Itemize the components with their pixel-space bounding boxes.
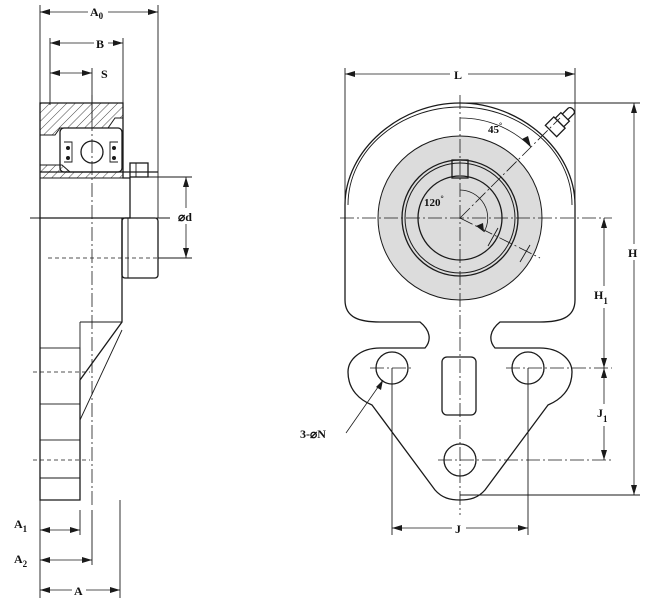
dim-j1-gap xyxy=(594,404,616,426)
holes-leader xyxy=(345,379,384,434)
dim-b-arrow-right xyxy=(113,40,123,46)
shaft-collar xyxy=(121,217,159,279)
dim-a0-label: A0 xyxy=(90,5,104,21)
seal-dot-3 xyxy=(112,146,116,150)
bearing-insert xyxy=(59,127,123,173)
dim-a-label: A xyxy=(74,584,83,598)
bolt-hole-side-lower xyxy=(39,439,81,501)
dim-d-arrow-bottom xyxy=(183,248,189,258)
side-view: A0 B S ⌀d A1 A2 A xyxy=(14,4,206,598)
dim-h-arrow-bottom xyxy=(631,485,637,495)
dim-l-gap xyxy=(450,66,468,82)
dim-j-label: J xyxy=(455,522,461,536)
holes-label: 3-⌀N xyxy=(300,427,326,441)
dim-a-arrow-right xyxy=(110,587,120,593)
dim-a0-arrow-right xyxy=(148,9,158,15)
dim-a2-label: A2 xyxy=(14,552,28,569)
housing-section-upper xyxy=(39,102,124,136)
seal-right xyxy=(109,141,118,163)
dim-j1-label: J1 xyxy=(597,406,608,424)
dim-j1-arrow-top xyxy=(601,368,607,378)
angle-120-label: 120° xyxy=(424,194,444,209)
dim-a-arrow-left xyxy=(40,587,50,593)
dim-a0-gap xyxy=(88,4,108,20)
seal-dot-4 xyxy=(112,156,116,160)
dim-a1-arrow-right xyxy=(70,527,80,533)
dim-h-arrow-top xyxy=(631,103,637,113)
dim-a2-arrow-right xyxy=(82,557,92,563)
seal-dot-1 xyxy=(66,146,70,150)
dim-l-arrow-left xyxy=(345,71,355,77)
dim-s-arrow-right xyxy=(82,70,92,76)
dim-d-arrow-top xyxy=(183,177,189,187)
angle-45-label: 45° xyxy=(488,121,502,136)
dim-s-arrow-left xyxy=(50,70,60,76)
dim-j-arrow-left xyxy=(392,525,402,531)
bolt-hole-side-upper xyxy=(39,347,81,405)
dim-j1-arrow-bottom xyxy=(601,450,607,460)
dim-h1-arrow-top xyxy=(601,218,607,228)
grease-nipple xyxy=(544,107,575,138)
dim-a1-arrow-left xyxy=(40,527,50,533)
dim-h-gap xyxy=(626,244,642,260)
seal-left xyxy=(64,141,73,163)
dim-h1-label: H1 xyxy=(594,288,608,306)
seal-dot-2 xyxy=(66,156,70,160)
dim-b-arrow-left xyxy=(50,40,60,46)
dim-s-label: S xyxy=(101,67,108,81)
dim-h-label: H xyxy=(628,246,638,260)
dim-d-label: ⌀d xyxy=(178,210,192,224)
dim-j-gap xyxy=(452,520,466,536)
dim-l-label: L xyxy=(454,68,462,82)
dim-a-gap xyxy=(72,582,86,598)
dim-a0-arrow-left xyxy=(40,9,50,15)
dim-h1-gap xyxy=(592,286,616,308)
center-slot xyxy=(441,356,477,416)
dim-j-arrow-right xyxy=(518,525,528,531)
arc-120 xyxy=(459,189,489,233)
flange-body xyxy=(39,218,123,501)
setscrew-mark-a xyxy=(487,227,499,247)
holes-leader-arrow xyxy=(376,380,383,390)
dim-b-label: B xyxy=(96,37,104,51)
set-screw xyxy=(129,162,149,178)
dim-b-gap xyxy=(94,35,108,51)
dim-l-arrow-right xyxy=(565,71,575,77)
dim-a1-label: A1 xyxy=(14,517,28,534)
flange-outline xyxy=(344,102,576,501)
grease-axis-45 xyxy=(459,117,561,219)
arc-120-arrow xyxy=(476,223,484,232)
flange-diag xyxy=(79,329,123,421)
setscrew-mark-b xyxy=(519,244,531,263)
dim-h1-arrow-bottom xyxy=(601,358,607,368)
arc-45-arrow xyxy=(522,136,531,147)
dim-d-gap xyxy=(176,208,206,224)
front-view: 45° 120° L H H1 xyxy=(300,66,642,536)
dim-a2-arrow-left xyxy=(40,557,50,563)
